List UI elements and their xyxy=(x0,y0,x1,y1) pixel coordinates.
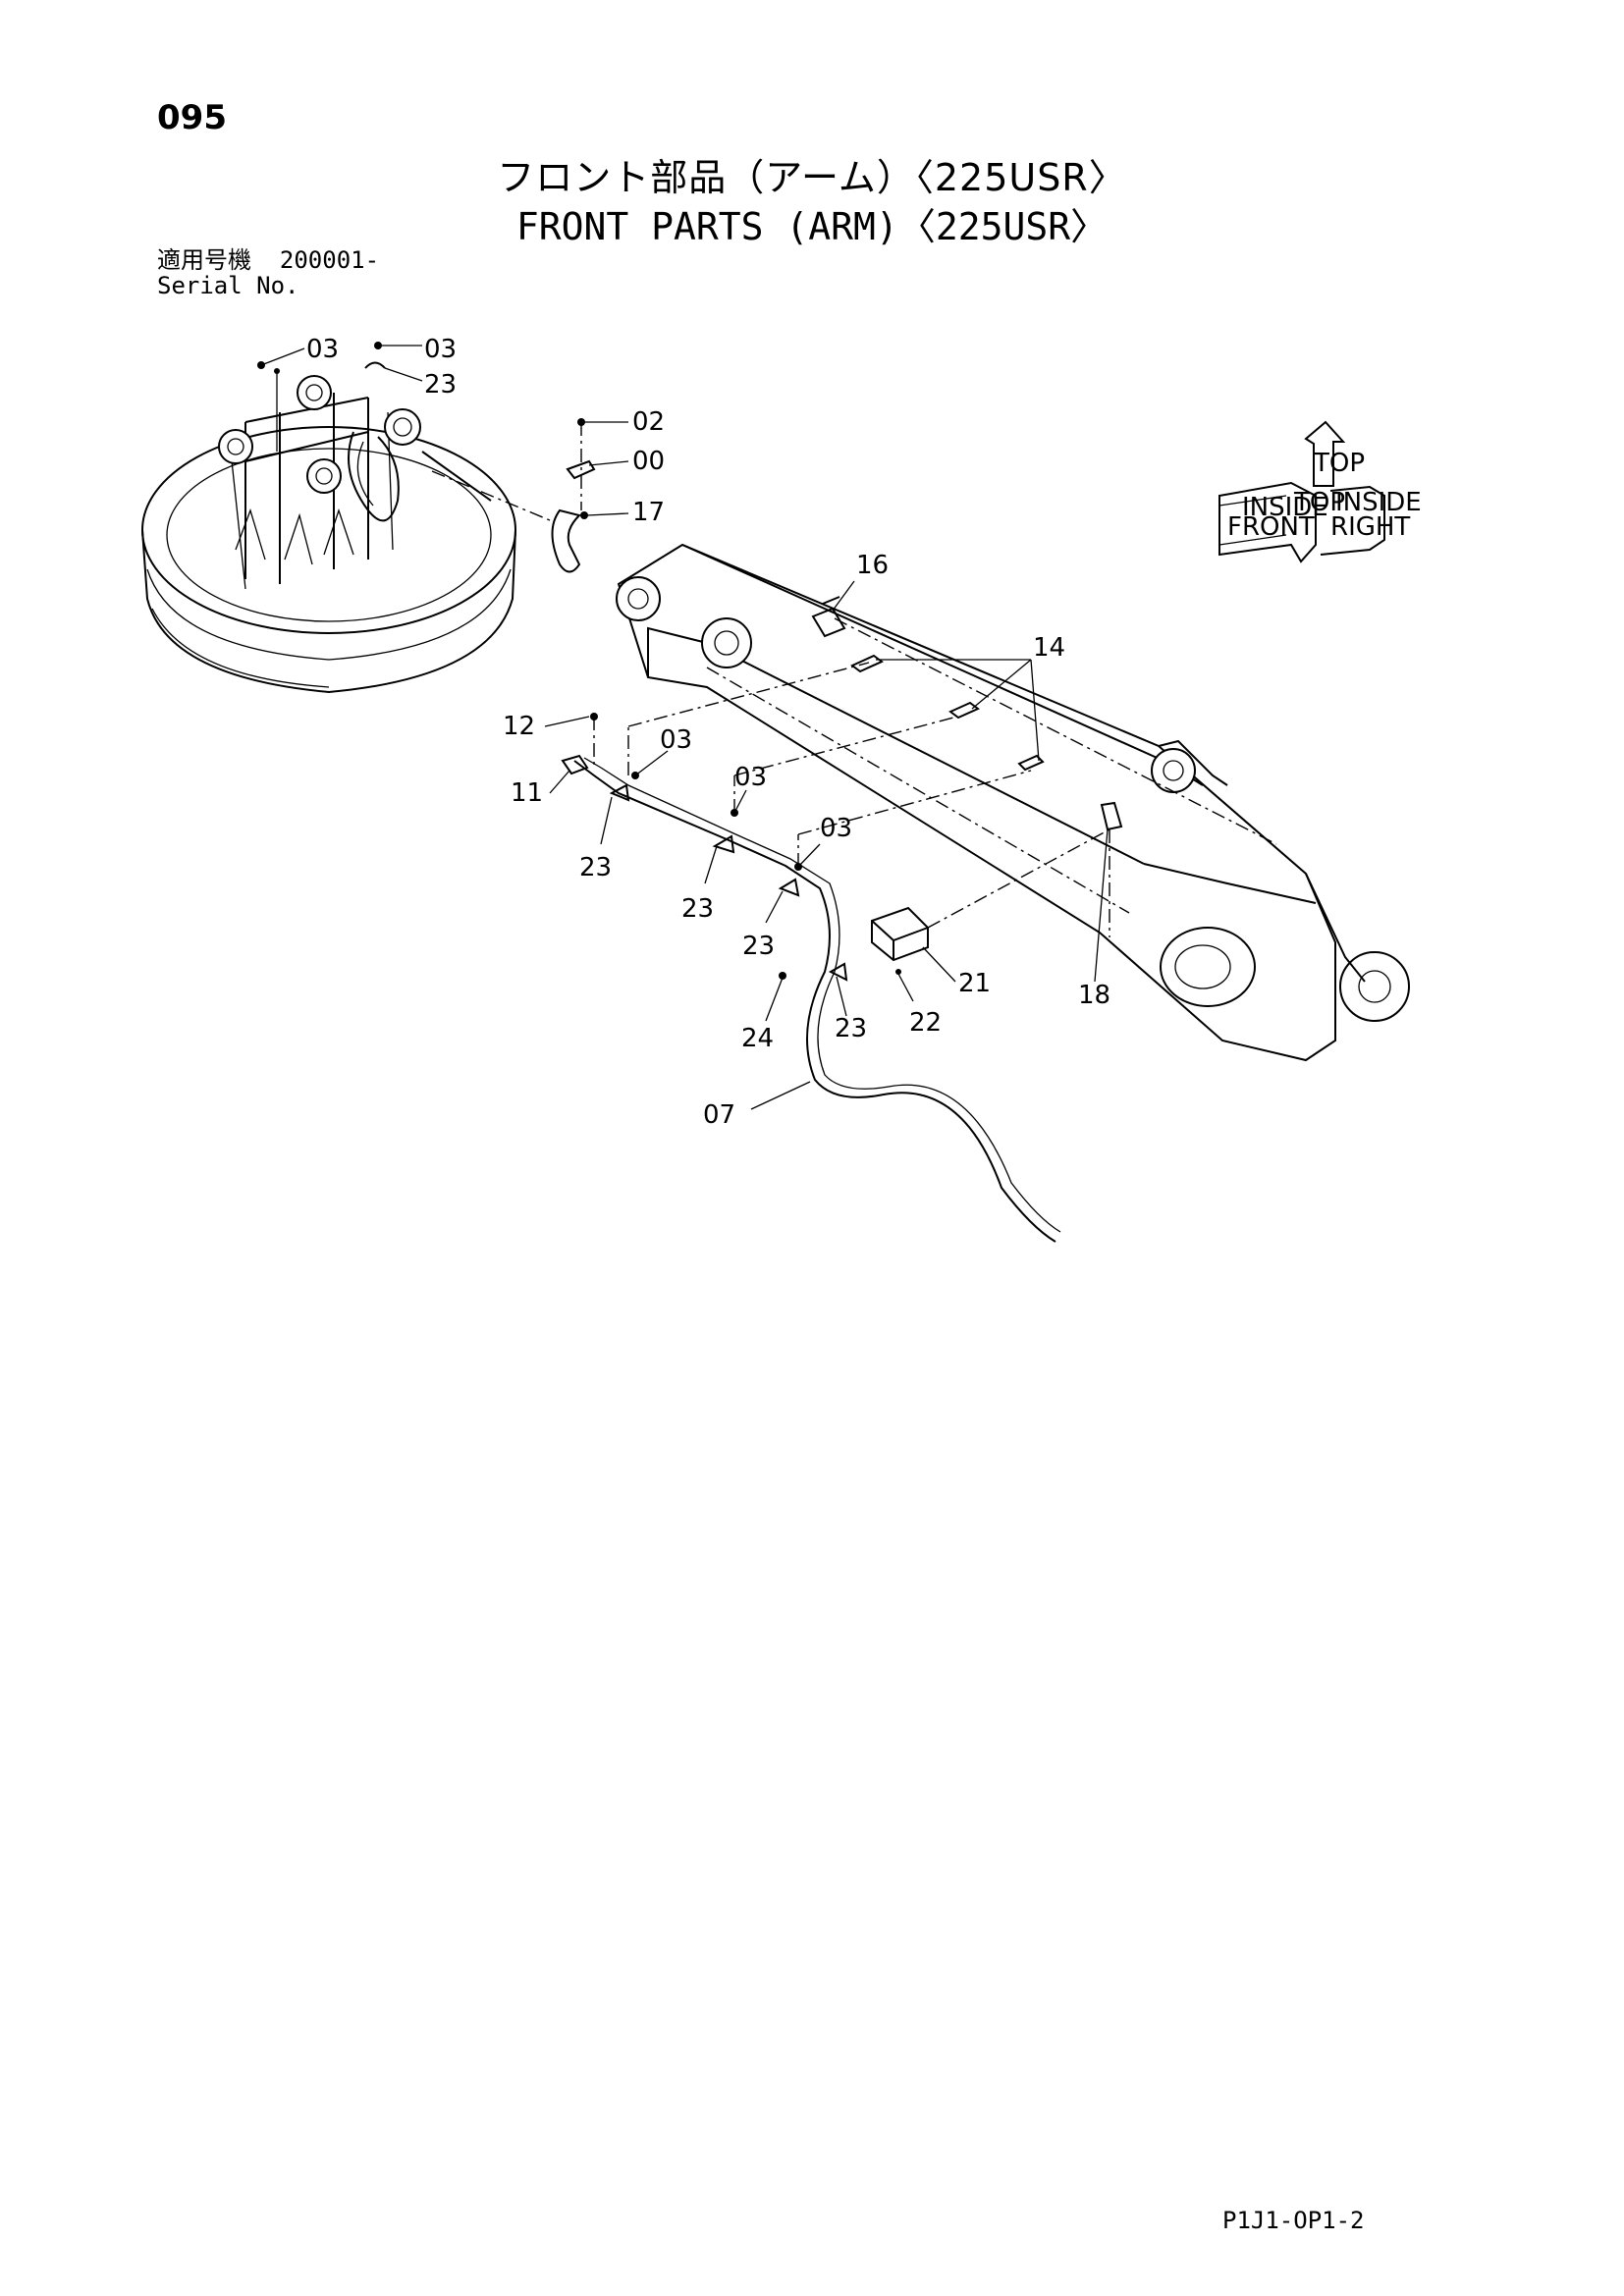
orientation-right-label: RIGHT xyxy=(1330,512,1410,542)
bucket-assembly xyxy=(141,342,516,694)
callout-02: 02 xyxy=(632,407,665,437)
callout-11: 11 xyxy=(511,778,543,808)
callout-18: 18 xyxy=(1078,981,1110,1010)
callout-21: 21 xyxy=(958,969,991,998)
orientation-inside-label-2: INSIDE xyxy=(1335,488,1422,517)
callout-23: 23 xyxy=(579,853,612,882)
callout-03: 03 xyxy=(734,763,767,792)
arm-body xyxy=(616,543,1410,1062)
callout-03: 03 xyxy=(424,335,457,364)
hose-line xyxy=(561,662,1110,1243)
callout-12: 12 xyxy=(503,712,535,741)
callout-17: 17 xyxy=(632,498,665,527)
callout-23: 23 xyxy=(424,370,457,400)
callout-07: 07 xyxy=(703,1100,735,1130)
callout-16: 16 xyxy=(856,551,889,580)
callout-23: 23 xyxy=(835,1014,867,1043)
callout-leaders xyxy=(544,580,1109,1110)
callout-03: 03 xyxy=(820,814,852,843)
orientation-inside-label: INSIDE xyxy=(1242,493,1328,522)
callout-14: 14 xyxy=(1033,633,1065,663)
title-japanese: フロント部品（アーム）〈225USR〉 xyxy=(497,156,1127,199)
callout-labels: 03 03 23 02 00 17 16 14 12 03 11 03 03 2… xyxy=(306,335,1110,1130)
callout-00: 00 xyxy=(632,447,665,476)
document-code: P1J1-OP1-2 xyxy=(1222,2207,1365,2234)
callout-23: 23 xyxy=(742,932,775,961)
serial-label-en: Serial No. xyxy=(157,272,299,299)
callout-03: 03 xyxy=(660,725,692,755)
hose-clamp-group xyxy=(431,418,629,573)
orientation-front-label: FRONT xyxy=(1227,512,1315,542)
callout-23: 23 xyxy=(681,894,714,924)
callout-03: 03 xyxy=(306,335,339,364)
orientation-top-label-2: TOP xyxy=(1293,488,1345,517)
serial-value: 200001- xyxy=(279,246,380,274)
callout-24: 24 xyxy=(741,1024,774,1053)
callout-22: 22 xyxy=(909,1008,942,1038)
orientation-top-label: TOP xyxy=(1313,449,1365,478)
serial-block: 適用号機 200001- Serial No. xyxy=(157,247,379,298)
title-english: FRONT PARTS (ARM)〈225USR〉 xyxy=(515,205,1109,248)
serial-label-jp: 適用号機 xyxy=(157,246,251,274)
orientation-indicator: FRONT RIGHT TOP INSIDE TOP INSIDE xyxy=(1218,420,1422,563)
page-number: 095 xyxy=(157,98,227,137)
